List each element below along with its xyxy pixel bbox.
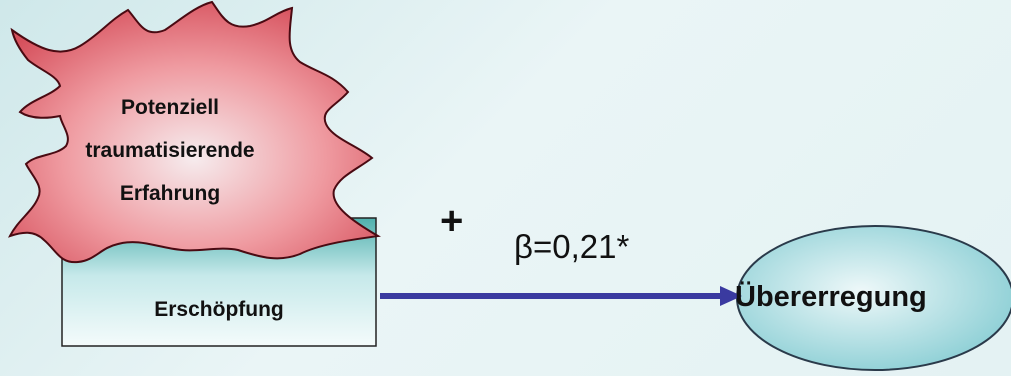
- beta-coefficient-label: β=0,21*: [514, 228, 630, 265]
- event-line-3: Erfahrung: [119, 182, 221, 205]
- event-line-2: traumatisierende: [85, 139, 255, 162]
- positive-effect-sign: +: [440, 199, 464, 243]
- traumatic-event-label: Potenziell traumatisierende Erfahrung: [70, 86, 270, 215]
- traumatic-event-burst: [8, 0, 381, 264]
- path-arrowhead: [720, 286, 742, 306]
- event-line-1: Potenziell: [120, 96, 220, 119]
- exhaustion-label: Erschöpfung: [154, 298, 284, 321]
- hyperarousal-label: Übererregung: [735, 281, 927, 313]
